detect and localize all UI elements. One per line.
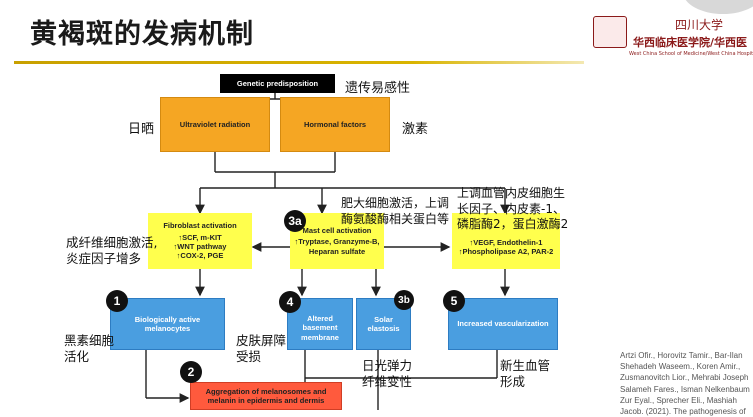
logo-line3: West China School of Medicine/West China… — [629, 51, 753, 57]
badge-1: 1 — [106, 290, 128, 312]
basement-label-zh: 皮肤屏障 受损 — [236, 333, 287, 365]
university-logo: 四川大学 华西临床医学院/华西医 West China School of Me… — [583, 0, 753, 70]
reference-citation: Artzi Ofir., Horovitz Tamir., Bar-Ilan S… — [620, 351, 750, 416]
active-melanocytes-box: Biologically active melanocytes — [110, 298, 225, 350]
melanocytes-label-zh: 黑素细胞 活化 — [64, 333, 115, 365]
vegf-label-zh: 上调血管内皮细胞生 长因子、内皮素-1、 磷脂酶2，蛋白激酶2 — [457, 186, 569, 232]
badge-3b: 3b — [394, 290, 414, 310]
fibroblast-label-zh: 成纤维细胞激活, 炎症因子增多 — [66, 235, 158, 267]
fibroblast-line1: ↑SCF, m-KIT — [178, 232, 222, 242]
elastosis-label-zh: 日光弹力 纤维变性 — [362, 358, 413, 390]
logo-emblem — [593, 16, 627, 48]
genetic-label-zh: 遗传易感性 — [345, 81, 411, 96]
fibroblast-title: Fibroblast activation — [163, 221, 237, 231]
ultraviolet-radiation-box: Ultraviolet radiation — [160, 97, 270, 152]
logo-line2: 华西临床医学院/华西医 — [633, 36, 748, 49]
mast-line1: ↑Tryptase, Granzyme-B, — [294, 237, 380, 247]
slide-title: 黄褐斑的发病机制 — [30, 19, 254, 50]
badge-5: 5 — [443, 290, 465, 312]
vegf-line1: ↑VEGF, Endothelin-1 — [469, 237, 543, 247]
mast-title: Mast cell activation — [302, 225, 372, 235]
fibroblast-activation-box: Fibroblast activation ↑SCF, m-KIT ↑WNT p… — [148, 213, 252, 269]
logo-line1: 四川大学 — [675, 18, 724, 32]
badge-4: 4 — [279, 291, 301, 313]
vascularization-label-zh: 新生血管 形成 — [500, 358, 551, 390]
badge-2: 2 — [180, 361, 202, 383]
vegf-line2: ↑Phospholipase A2, PAR-2 — [458, 247, 554, 256]
fibroblast-line2: ↑WNT pathway — [173, 242, 227, 251]
uv-label-zh: 日晒 — [128, 122, 155, 137]
vegf-endothelin-box: ↑VEGF, Endothelin-1 ↑Phospholipase A2, P… — [452, 213, 560, 269]
hormonal-label-zh: 激素 — [402, 122, 429, 137]
mast-label-zh: 肥大细胞激活，上调 酶氨酸酶相关蛋白等 — [341, 196, 450, 226]
fibroblast-line3: ↑COX-2, PGE — [176, 251, 224, 261]
hormonal-factors-box: Hormonal factors — [280, 97, 390, 152]
title-underline — [14, 61, 584, 64]
logo-corner-shape — [683, 0, 753, 14]
increased-vascularization-box: Increased vascularization — [448, 298, 558, 350]
melanosome-aggregation-box: Aggregation of melanosomes and melanin i… — [190, 382, 342, 410]
genetic-predisposition-box: Genetic predisposition — [220, 74, 335, 93]
badge-3a: 3a — [284, 210, 306, 232]
mast-line2: Heparan sulfate — [308, 246, 366, 256]
